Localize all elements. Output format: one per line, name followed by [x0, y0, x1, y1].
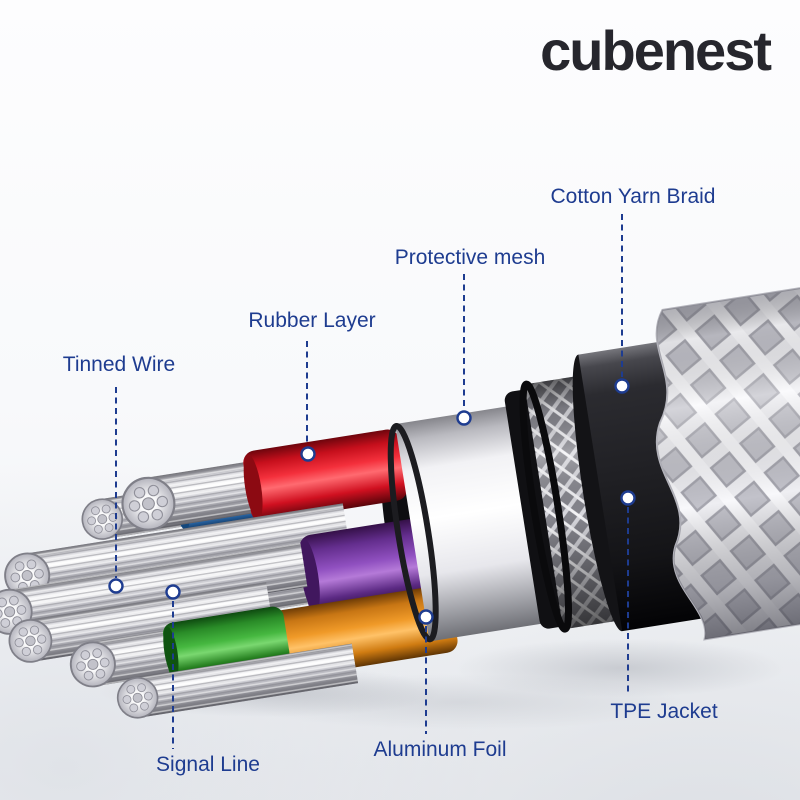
- marker-protective-mesh: [456, 410, 472, 426]
- marker-tinned-wire: [108, 578, 124, 594]
- marker-cotton-yarn-braid: [614, 378, 630, 394]
- annotations: [108, 214, 636, 749]
- tinned-wire-strand-green: [66, 630, 176, 691]
- marker-aluminum-foil: [418, 609, 434, 625]
- brand-logo: cubenest: [540, 19, 772, 82]
- signal-line-strand-4: [114, 643, 359, 722]
- rubber-layer-wire-red: [243, 429, 408, 522]
- label-rubber-layer: Rubber Layer: [248, 309, 376, 332]
- label-aluminum-foil: Aluminum Foil: [373, 738, 507, 761]
- signal-line-strand-1: [0, 503, 350, 602]
- signal-line-strand-3: [5, 582, 273, 666]
- label-tinned-wire: Tinned Wire: [62, 353, 176, 376]
- signal-line-strand-2: [0, 543, 308, 638]
- marker-signal-line: [165, 584, 181, 600]
- aluminum-foil-layer: [387, 405, 548, 643]
- label-tpe-jacket: TPE Jacket: [610, 700, 718, 723]
- cable-body: [0, 276, 800, 722]
- marker-tpe-jacket: [620, 490, 636, 506]
- label-cotton-yarn-braid: Cotton Yarn Braid: [550, 185, 716, 208]
- cotton-yarn-braid-layer: [655, 276, 800, 641]
- label-protective-mesh: Protective mesh: [394, 246, 546, 269]
- marker-rubber-layer: [300, 446, 316, 462]
- label-signal-line: Signal Line: [156, 753, 260, 776]
- tinned-wire-strand-red: [117, 461, 260, 535]
